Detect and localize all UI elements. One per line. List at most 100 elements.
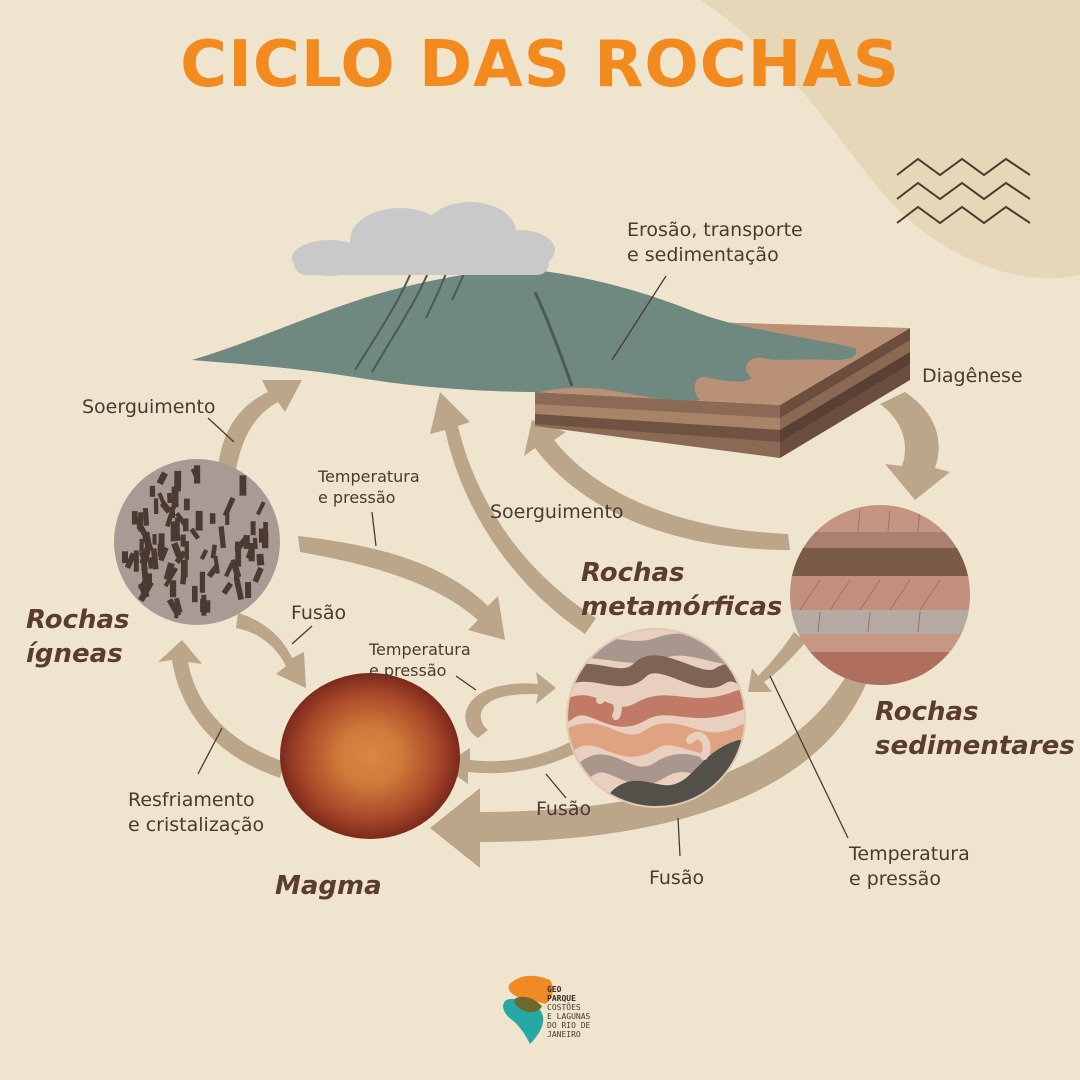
crystal	[124, 552, 137, 570]
crystal	[159, 501, 172, 514]
sedimentary-rock-circle	[790, 505, 970, 685]
label-temp-press-top-line1: Temperatura	[318, 467, 420, 486]
arrow-metamorphic-to-magma	[442, 742, 574, 784]
title-rochas-sedimentares-line1: Rochas	[875, 697, 979, 727]
crystal	[174, 512, 188, 528]
crystal	[256, 553, 265, 566]
crystal	[167, 492, 172, 504]
arrow-magma-to-igneous	[158, 640, 284, 778]
arrow-igneous-to-metamorphic	[298, 536, 505, 640]
arrow-diagenese	[880, 392, 950, 500]
arrow-magma-to-metamorphic	[465, 672, 556, 738]
crystal	[206, 563, 220, 579]
logo-line1: GEO	[547, 985, 562, 994]
page-title: CICLO DAS ROCHAS	[180, 28, 900, 102]
crystal	[236, 545, 242, 567]
crystal	[183, 498, 190, 511]
crystal	[180, 534, 186, 547]
arrow-sedimentary-to-mountain	[524, 420, 790, 550]
crystal	[239, 475, 247, 496]
crystal	[209, 513, 216, 524]
crystal	[218, 526, 227, 549]
crystal	[145, 573, 152, 587]
crystal	[149, 485, 156, 497]
crystal	[189, 527, 200, 540]
crystal	[210, 544, 218, 559]
crystal	[235, 541, 241, 553]
title-rochas-igneas: Rochas ígneas	[26, 604, 130, 672]
crystal	[194, 465, 201, 484]
crystal	[258, 528, 264, 543]
crystal	[263, 522, 268, 535]
label-resfriamento-line2: e cristalização	[128, 813, 265, 836]
crystal	[174, 550, 187, 565]
crystal	[255, 501, 266, 516]
crystal	[195, 510, 203, 531]
label-temp-press-mid-line1: Temperatura	[369, 640, 471, 659]
label-temp-press-right-line2: e pressão	[849, 867, 941, 890]
label-temp-press-top-line2: e pressão	[318, 487, 396, 507]
crystal	[201, 594, 207, 616]
crystal	[142, 507, 150, 526]
arrow-fusao-bottom	[430, 676, 866, 868]
igneous-rock-circle	[114, 459, 280, 625]
label-fusao-left: Fusão	[291, 602, 347, 624]
arrow-soerguimento-left	[218, 380, 302, 470]
crystal	[139, 538, 144, 552]
label-temp-press-mid: Temperatura e pressão	[369, 640, 471, 682]
title-rochas-sedimentares: Rochas sedimentares	[875, 696, 1075, 764]
crystal	[170, 521, 176, 542]
arrow-sedimentary-to-metamorphic	[748, 632, 806, 692]
crystal	[262, 531, 269, 549]
label-soerguimento-center: Soerguimento	[490, 501, 624, 523]
geoparque-logo-text: GEO PARQUE COSTÕES E LAGUNAS DO RIO DE J…	[547, 985, 590, 1039]
title-rochas-sedimentares-line2: sedimentares	[875, 730, 1075, 761]
label-temp-press-right: Temperatura e pressão	[849, 842, 970, 891]
crystal	[221, 581, 234, 595]
zigzag-icon	[896, 157, 1031, 225]
crystal	[137, 525, 151, 541]
geoparque-logo-icon	[503, 975, 553, 1044]
river	[533, 291, 574, 387]
arrow-igneous-to-magma	[236, 613, 306, 688]
crystal	[225, 513, 230, 525]
crystal	[171, 542, 183, 558]
magma-circle	[280, 673, 460, 839]
cloud-icon	[292, 202, 555, 276]
crystal	[157, 543, 164, 557]
crystal	[152, 534, 157, 545]
arrow-soerguimento-center	[430, 392, 596, 634]
crystal	[131, 511, 138, 525]
label-erosion-line1: Erosão, transporte	[627, 219, 803, 241]
crystal	[133, 550, 139, 572]
crystal	[233, 577, 244, 601]
crystal	[169, 580, 177, 598]
crystal	[199, 548, 209, 561]
crystal	[173, 597, 183, 614]
label-fusao-center: Fusão	[536, 798, 592, 820]
crystal	[224, 561, 235, 578]
crystal	[204, 600, 211, 613]
landscape	[192, 202, 910, 458]
label-temp-press-right-line1: Temperatura	[849, 843, 970, 865]
crystal	[179, 567, 188, 585]
label-erosion: Erosão, transporte e sedimentação	[627, 218, 803, 267]
label-diagenese: Diagênese	[922, 365, 1023, 387]
crystal	[213, 555, 220, 574]
logo-line3: COSTÕES	[547, 1003, 581, 1012]
crystal	[138, 512, 144, 532]
label-temp-press-top: Temperatura e pressão	[318, 467, 420, 509]
label-soerguimento-left: Soerguimento	[82, 396, 216, 418]
crystal	[252, 566, 264, 583]
crystal	[171, 486, 179, 508]
mountain	[192, 269, 857, 401]
crystal	[222, 496, 236, 517]
logo-line5: DO RIO DE	[547, 1021, 591, 1030]
crystal	[245, 582, 252, 599]
title-rochas-metamorficas-line2: metamórficas	[581, 591, 783, 622]
label-fusao-bottom: Fusão	[649, 867, 705, 889]
title-rochas-metamorficas-line1: Rochas	[581, 558, 685, 588]
crystal	[141, 551, 151, 572]
title-magma: Magma	[275, 871, 382, 901]
crystal	[175, 517, 180, 534]
